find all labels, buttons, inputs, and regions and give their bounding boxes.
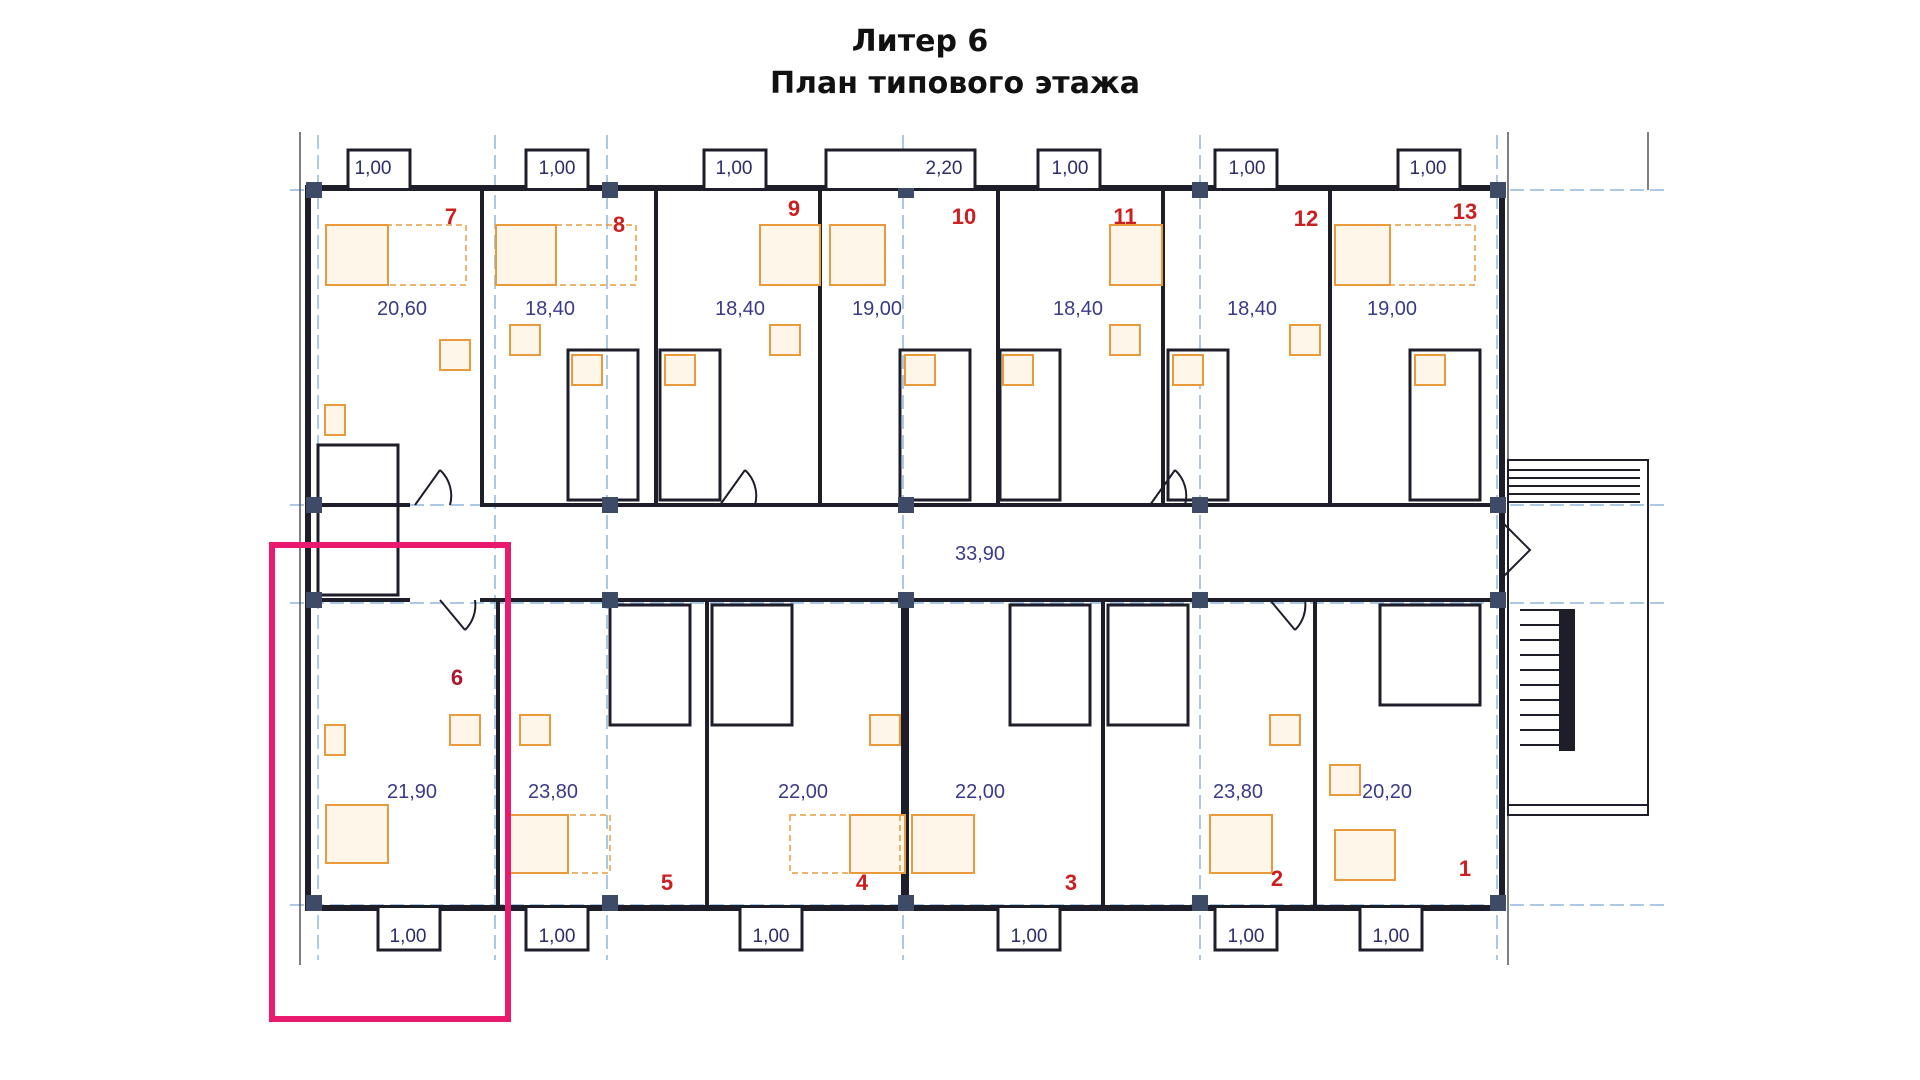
apartment-area-9: 18,40 — [715, 298, 765, 320]
apartment-area-10: 19,00 — [852, 298, 902, 320]
apartment-number-1: 1 — [1459, 856, 1471, 881]
apartment-number-3: 3 — [1065, 870, 1077, 895]
door-width-bottom-3: 1,00 — [753, 926, 790, 947]
door-width-bottom-6: 1,00 — [1373, 926, 1410, 947]
apartment-number-7: 7 — [445, 204, 457, 229]
apartment-number-10: 10 — [952, 204, 976, 229]
door-width-top-3: 1,00 — [716, 158, 753, 179]
apartment-area-1: 20,20 — [1362, 781, 1412, 803]
staircase — [1507, 459, 1649, 816]
door-width-top-4: 2,20 — [926, 158, 963, 179]
door-width-bottom-2: 1,00 — [539, 926, 576, 947]
apartment-area-7: 20,60 — [377, 298, 427, 320]
door-width-bottom-1: 1,00 — [390, 926, 427, 947]
door-width-top-2: 1,00 — [539, 158, 576, 179]
apartment-area-8: 18,40 — [525, 298, 575, 320]
apartment-number-13: 13 — [1453, 199, 1477, 224]
apartment-area-12: 18,40 — [1227, 298, 1277, 320]
apartment-number-9: 9 — [788, 196, 800, 221]
bottom-porches — [376, 908, 1424, 952]
apartment-area-11: 18,40 — [1053, 298, 1103, 320]
columns — [306, 182, 1506, 911]
apartment-number-11: 11 — [1113, 204, 1136, 229]
apartment-number-6: 6 — [451, 665, 463, 690]
apartment-area-6: 21,90 — [387, 781, 437, 803]
apartment-number-12: 12 — [1294, 206, 1318, 231]
furniture — [324, 224, 1446, 881]
door-width-bottom-5: 1,00 — [1228, 926, 1265, 947]
door-width-bottom-4: 1,00 — [1011, 926, 1048, 947]
plan-subtitle: План типового этажа — [769, 66, 1141, 101]
top-porches — [346, 148, 1462, 188]
apartment-area-13: 19,00 — [1367, 298, 1417, 320]
corridor-area: 33,90 — [955, 543, 1005, 565]
apartment-number-2: 2 — [1271, 866, 1283, 891]
apartment-area-5: 23,80 — [528, 781, 578, 803]
plan-title: Литер 6 — [851, 24, 989, 59]
door-width-top-1: 1,00 — [355, 158, 392, 179]
highlight-box-apartment-6 — [269, 542, 511, 1022]
door-width-top-6: 1,00 — [1229, 158, 1266, 179]
apartment-number-8: 8 — [613, 212, 625, 237]
apartment-area-4: 22,00 — [778, 781, 828, 803]
apartment-area-2: 23,80 — [1213, 781, 1263, 803]
apartment-number-5: 5 — [661, 870, 673, 895]
door-width-top-7: 1,00 — [1410, 158, 1447, 179]
door-width-top-5: 1,00 — [1052, 158, 1089, 179]
apartment-area-3: 22,00 — [955, 781, 1005, 803]
apartment-number-4: 4 — [856, 870, 869, 895]
